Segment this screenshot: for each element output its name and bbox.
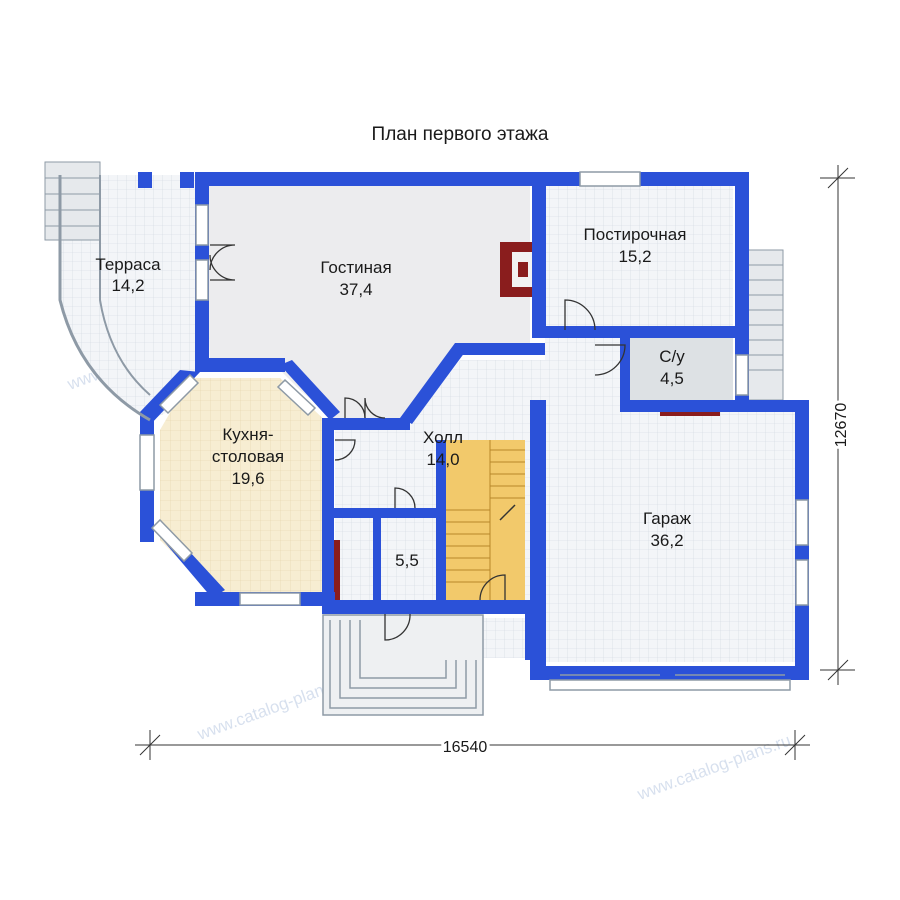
floors <box>60 175 795 662</box>
laundry-floor <box>540 185 733 330</box>
room-terrace-name: Терраса <box>95 255 161 274</box>
entrance-steps <box>322 614 484 716</box>
room-laundry-area: 15,2 <box>618 247 651 266</box>
room-kitchen-name-1: Кухня- <box>222 425 273 444</box>
room-kitchen-name-2: столовая <box>212 447 284 466</box>
dimension-width <box>135 730 810 760</box>
room-wc-name: С/у <box>659 347 685 366</box>
room-hall-area: 14,0 <box>426 450 459 469</box>
room-living-area: 37,4 <box>339 280 372 299</box>
svg-text:www.catalog-plans.ru: www.catalog-plans.ru <box>634 731 793 804</box>
heating-unit-hall <box>330 540 340 605</box>
room-garage-area: 36,2 <box>650 531 683 550</box>
kitchen-floor <box>160 378 330 600</box>
room-storage-area: 5,5 <box>395 551 419 570</box>
plan-title: План первого этажа <box>372 124 549 145</box>
room-hall-name: Холл <box>423 428 463 447</box>
staircase <box>445 440 525 600</box>
garage-floor <box>545 412 795 662</box>
wc-floor <box>625 338 733 403</box>
height-dimension-label: 12670 <box>833 403 850 448</box>
terrace-outline <box>58 175 151 422</box>
room-laundry-name: Постирочная <box>584 225 687 244</box>
room-terrace-area: 14,2 <box>111 276 144 295</box>
terrace-steps <box>44 161 101 241</box>
width-dimension-label: 16540 <box>443 739 488 756</box>
room-kitchen-area: 19,6 <box>231 469 264 488</box>
doors <box>209 244 626 641</box>
room-living-name: Гостиная <box>320 258 391 277</box>
storage-floor <box>378 518 436 600</box>
dimension-height <box>820 165 855 685</box>
room-garage-name: Гараж <box>643 509 692 528</box>
room-labels: Терраса 14,2 Гостиная 37,4 Постирочная 1… <box>95 225 691 570</box>
windows <box>139 171 809 691</box>
room-wc-area: 4,5 <box>660 369 684 388</box>
